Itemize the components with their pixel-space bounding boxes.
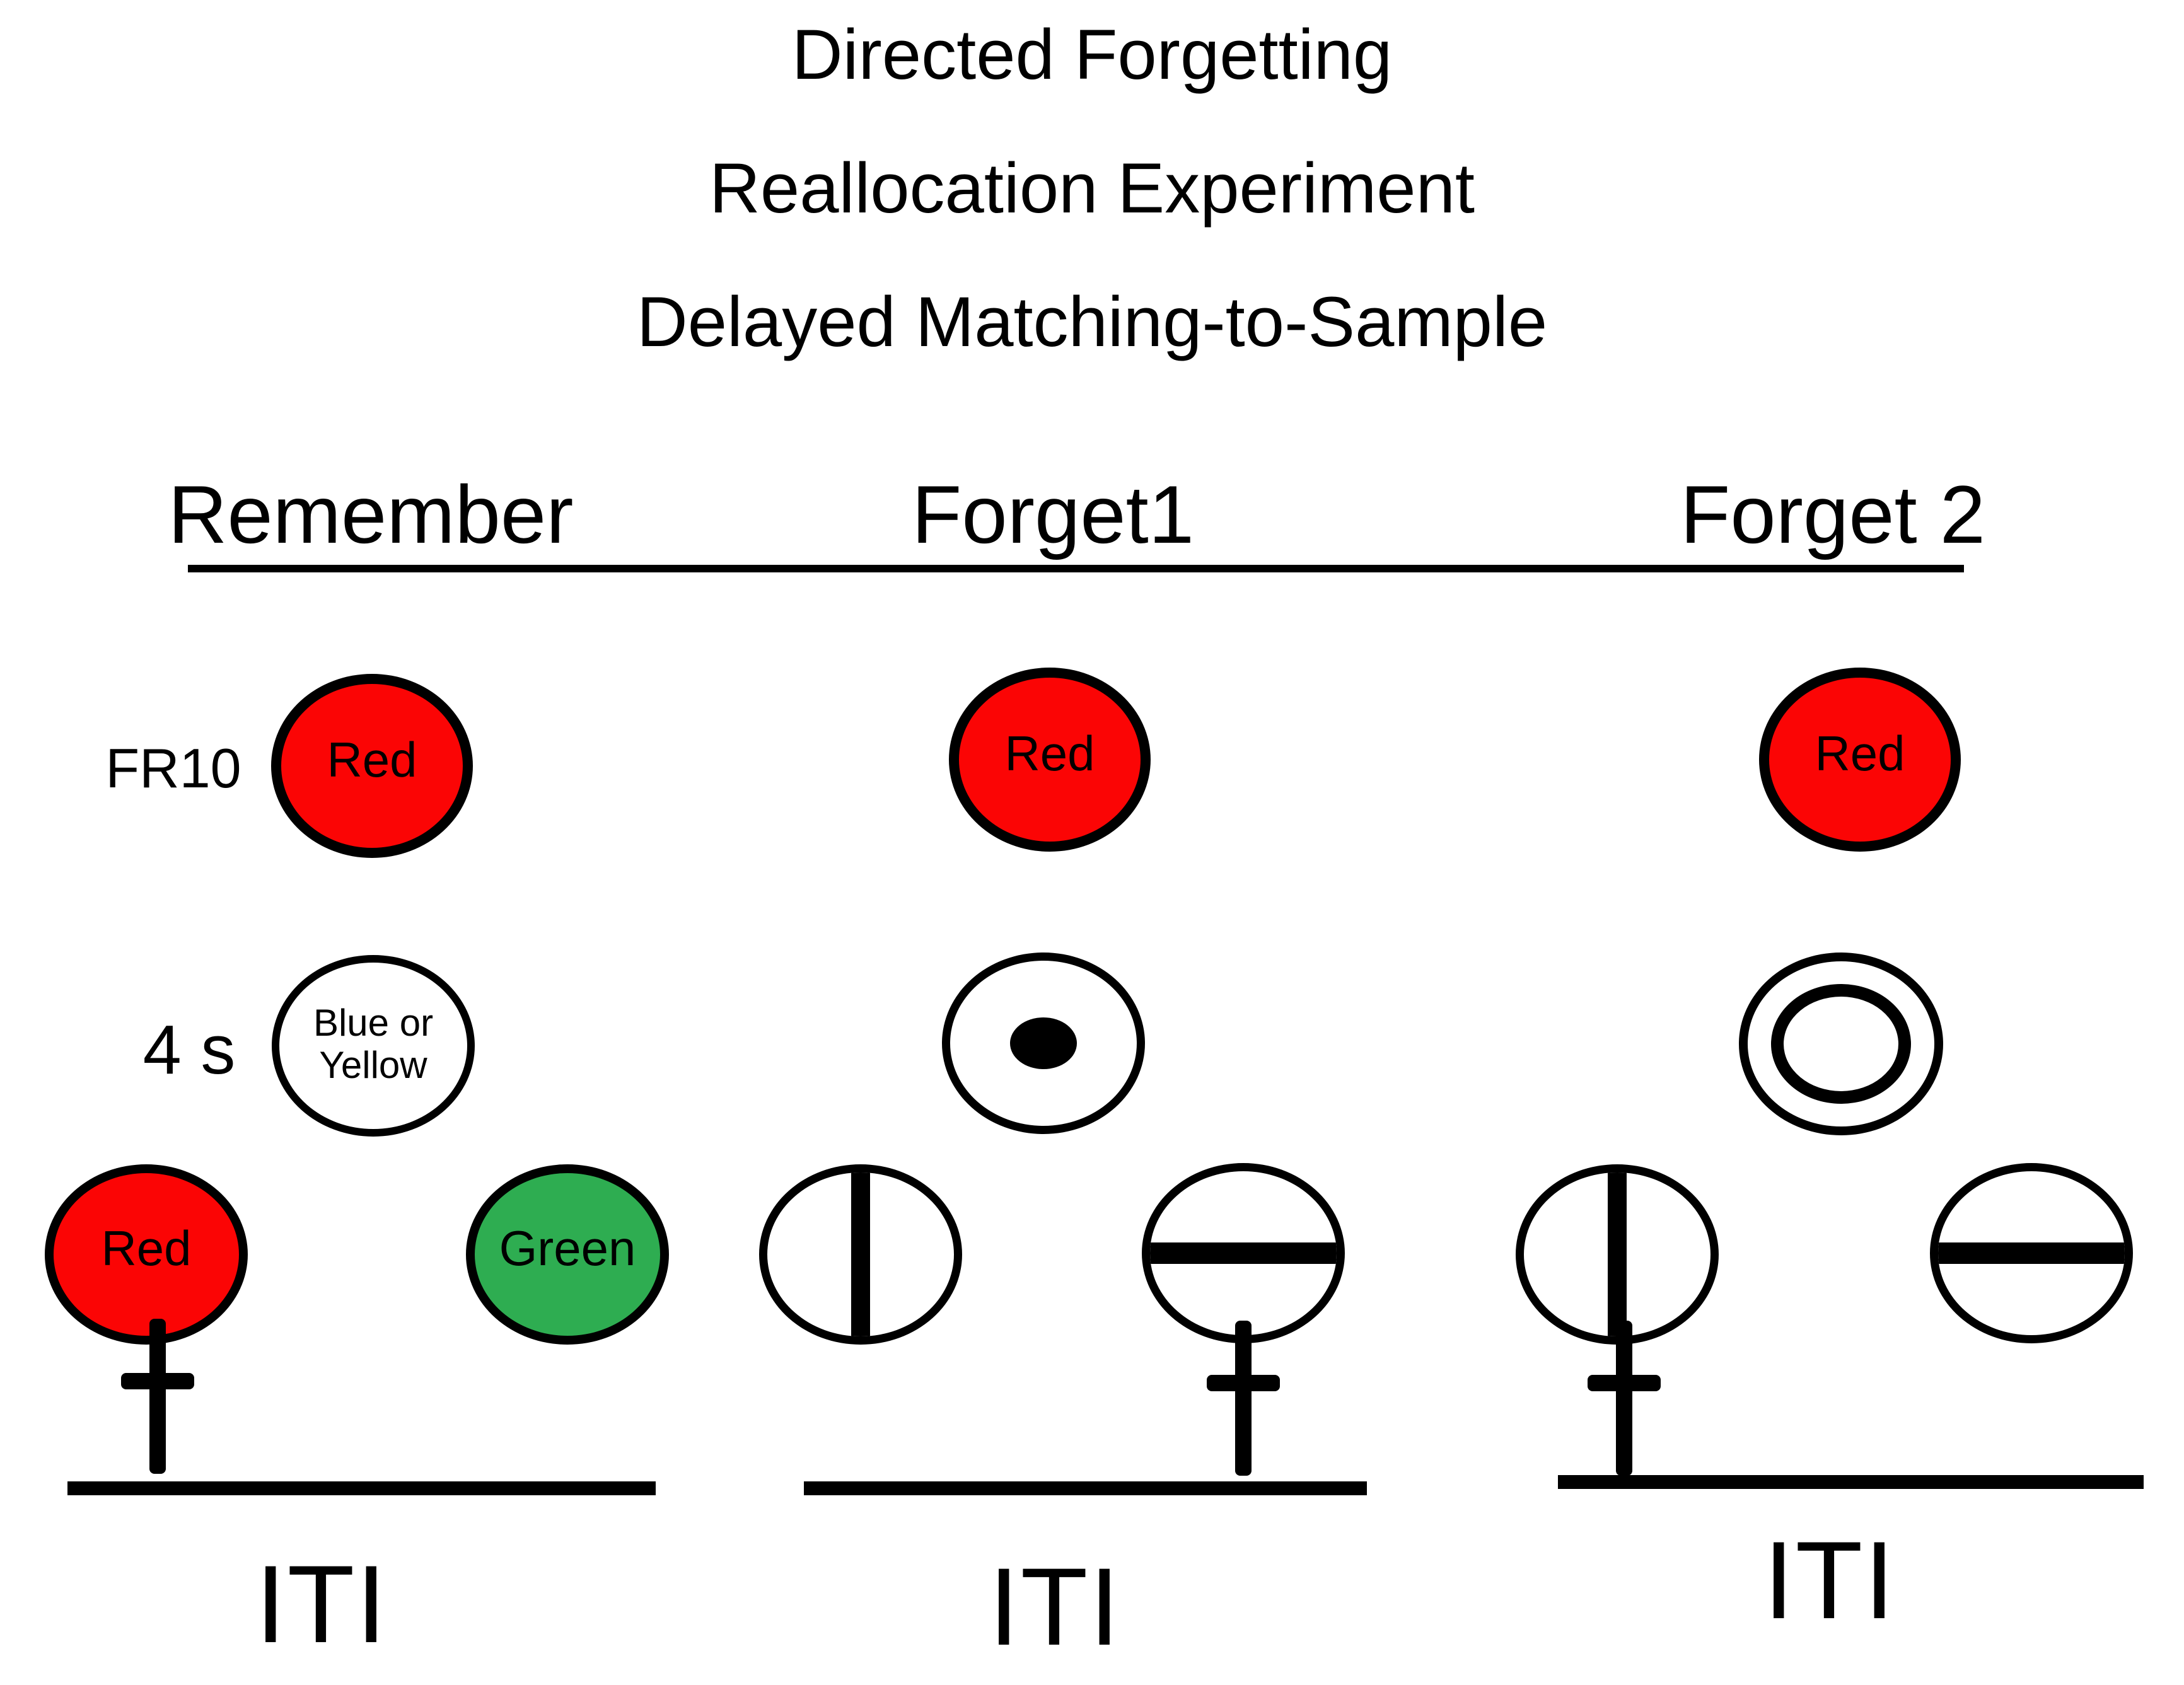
sample-red-label: Red	[1815, 726, 1905, 782]
column-header-remember: Remember	[168, 468, 574, 560]
choice-horizontal-bar-ellipse	[1142, 1163, 1345, 1343]
delay-filled-dot-symbol	[942, 953, 1145, 1134]
iti-label-remember: ITI	[255, 1543, 388, 1666]
figure-title-line-1: Directed Forgetting	[791, 15, 1393, 94]
sample-red-ellipse-forget2: Red	[1759, 668, 1961, 852]
vertical-bar-icon	[1608, 1173, 1627, 1336]
horizontal-bar-icon	[1150, 1242, 1337, 1264]
choice-vertical-bar-ellipse	[759, 1164, 962, 1345]
fixation-cross-icon	[121, 1319, 194, 1474]
sample-red-label: Red	[1004, 726, 1095, 782]
inner-ring-icon	[1771, 984, 1911, 1104]
figure-title-line-2: Reallocation Experiment	[709, 149, 1475, 228]
choice-red-label: Red	[101, 1220, 192, 1277]
vertical-bar-icon	[851, 1173, 870, 1336]
horizontal-bar-icon	[1938, 1242, 2125, 1264]
sample-red-ellipse-remember: Red	[271, 674, 473, 858]
iti-label-forget1: ITI	[988, 1546, 1122, 1669]
header-underline	[188, 565, 1964, 572]
row-label-fr10: FR10	[105, 737, 241, 799]
column-header-forget1: Forget1	[911, 468, 1195, 560]
filled-dot-icon	[1010, 1017, 1077, 1069]
iti-timeline-remember	[67, 1481, 656, 1495]
fixation-cross-icon	[1588, 1321, 1661, 1476]
choice-green-label: Green	[499, 1220, 636, 1277]
column-header-forget2: Forget 2	[1680, 468, 1986, 560]
row-label-4s: 4 s	[142, 1011, 236, 1089]
choice-red-ellipse: Red	[45, 1164, 248, 1345]
choice-horizontal-bar-ellipse	[1930, 1163, 2133, 1343]
iti-timeline-forget1	[804, 1481, 1367, 1495]
sample-red-ellipse-forget1: Red	[949, 668, 1151, 852]
figure-title-line-3: Delayed Matching-to-Sample	[636, 282, 1548, 361]
delay-concentric-rings-symbol	[1739, 953, 1943, 1135]
iti-label-forget2: ITI	[1763, 1519, 1896, 1642]
iti-timeline-forget2	[1558, 1475, 2144, 1489]
sample-red-label: Red	[327, 732, 417, 788]
fixation-cross-icon	[1207, 1321, 1280, 1476]
choice-vertical-bar-ellipse	[1516, 1164, 1719, 1345]
choice-green-ellipse: Green	[466, 1164, 669, 1345]
